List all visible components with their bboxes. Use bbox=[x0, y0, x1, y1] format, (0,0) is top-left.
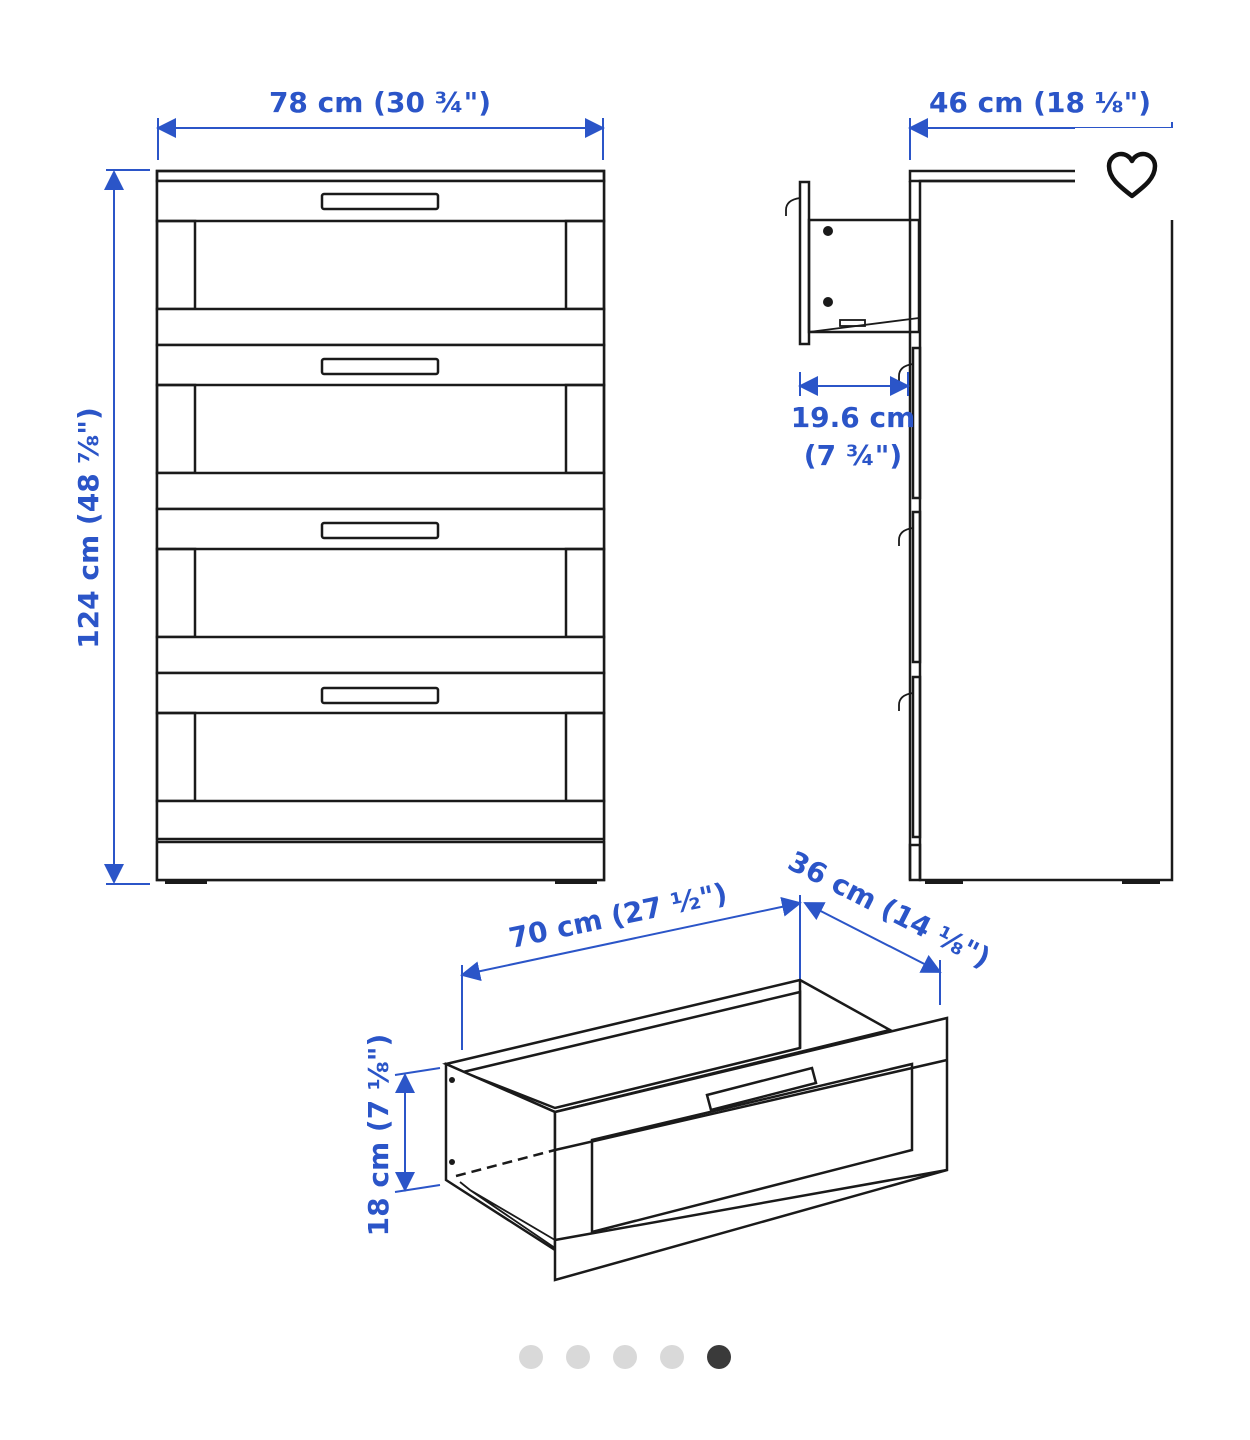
side-depth-label: 46 cm (18 ⅛") bbox=[929, 86, 1151, 119]
drawer-depth-label: 36 cm (14 ⅛") bbox=[783, 844, 996, 974]
front-drawer bbox=[155, 671, 606, 841]
drawer-front-depth-label-line1: 19.6 cm bbox=[791, 401, 916, 434]
drawer-width-label: 70 cm (27 ½") bbox=[506, 876, 730, 954]
front-view: 78 cm (30 ¾") 124 cm (48 ⅞") bbox=[72, 86, 606, 885]
carousel-dot[interactable] bbox=[566, 1345, 590, 1369]
heart-outline-icon bbox=[1106, 151, 1158, 199]
front-height-label: 124 cm (48 ⅞") bbox=[72, 407, 105, 649]
drawer-front-depth-label-line2: (7 ¾") bbox=[804, 439, 902, 472]
front-drawer bbox=[155, 179, 606, 347]
carousel-dot[interactable] bbox=[613, 1345, 637, 1369]
front-width-label: 78 cm (30 ¾") bbox=[269, 86, 491, 119]
front-drawer bbox=[155, 507, 606, 675]
carousel-indicator bbox=[0, 1345, 1250, 1371]
carousel-dot[interactable] bbox=[707, 1345, 731, 1369]
front-drawer bbox=[155, 343, 606, 511]
drawer-view: 70 cm (27 ½") 36 cm (14 ⅛") 18 cm (7 ⅛") bbox=[362, 844, 996, 1282]
carousel-dot[interactable] bbox=[519, 1345, 543, 1369]
drawer-height-label: 18 cm (7 ⅛") bbox=[362, 1034, 395, 1237]
carousel-dot[interactable] bbox=[660, 1345, 684, 1369]
favorite-button[interactable] bbox=[1075, 128, 1190, 220]
